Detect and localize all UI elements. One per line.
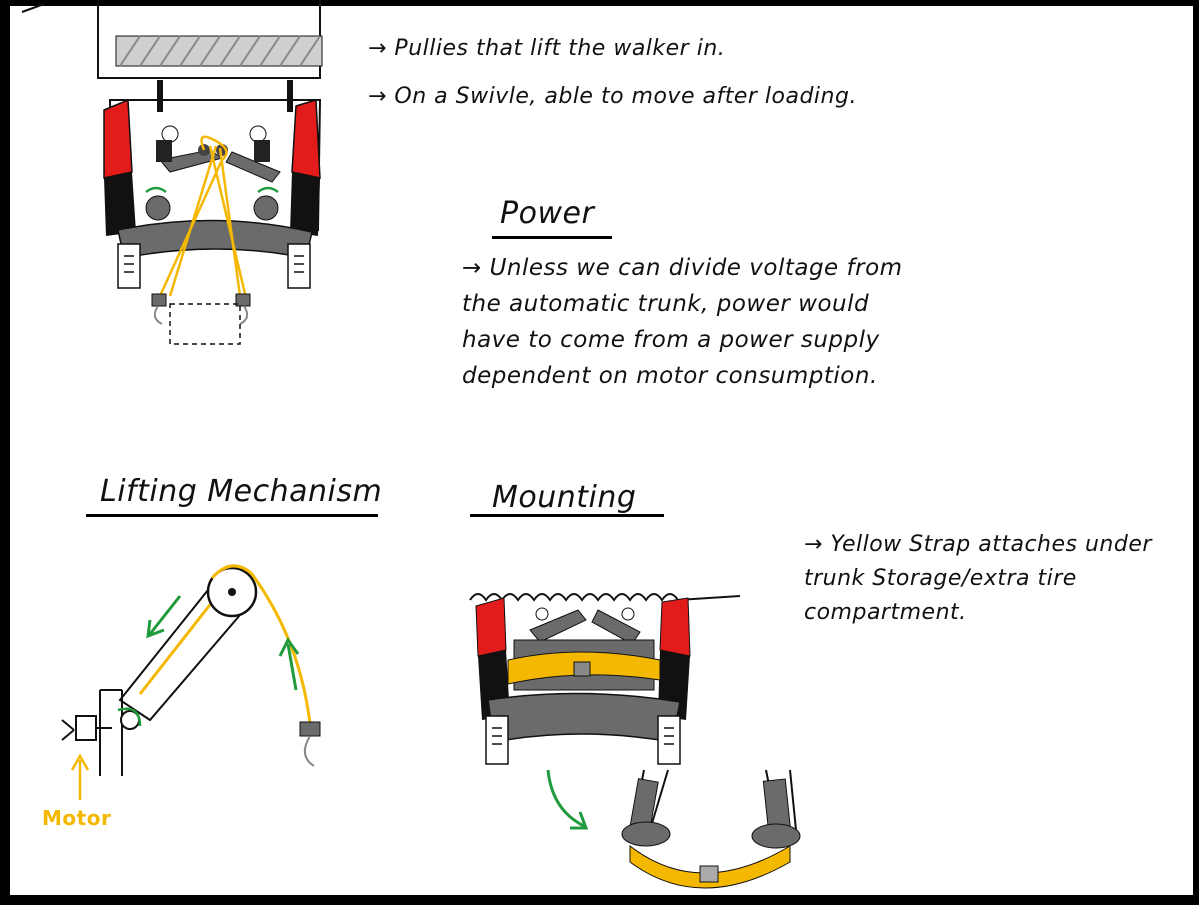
motor-label: Motor	[42, 806, 112, 830]
swivel-note: → On a Swivle, able to move after loadin…	[368, 84, 857, 109]
mounting-underline	[470, 514, 664, 517]
mounting-heading: Mounting	[492, 480, 637, 515]
mounting-note: → Yellow Strap attaches under trunk Stor…	[804, 532, 1152, 625]
pulley-note: → Pullies that lift the walker in.	[368, 36, 726, 61]
power-underline	[492, 236, 612, 239]
power-text: → Unless we can divide voltage from the …	[462, 255, 903, 389]
lifting-heading: Lifting Mechanism	[100, 474, 383, 509]
power-heading: Power	[500, 196, 595, 231]
mounting-drawing	[469, 593, 801, 889]
lifting-mechanism-drawing	[61, 564, 321, 800]
trunk-rear-view	[97, 0, 323, 345]
corner-mark	[21, 3, 45, 13]
lifting-underline	[86, 514, 378, 517]
